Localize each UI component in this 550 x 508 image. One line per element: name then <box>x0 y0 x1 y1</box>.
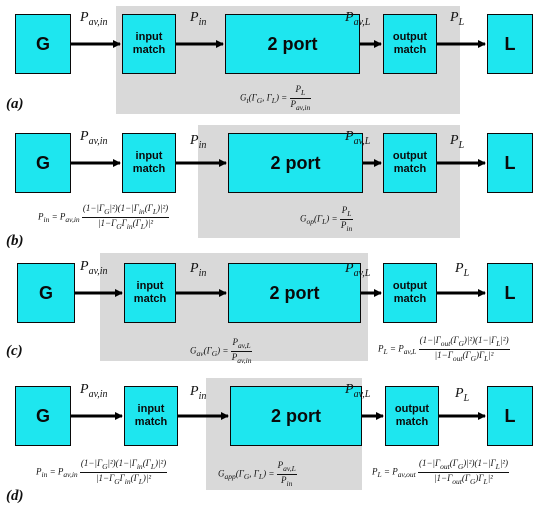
load-block: L <box>487 14 533 74</box>
panel-c: G input match 2 port output match L Pav,… <box>0 253 550 378</box>
generator-block: G <box>15 386 71 446</box>
label-pin: Pin <box>190 261 207 279</box>
pin-equation-d: Pin = Pav,in (1−|ΓG|²)(1−|Γin(ΓL)|²)|1−Γ… <box>36 458 168 486</box>
panel-tag-a: (a) <box>6 96 24 112</box>
panel-tag-c: (c) <box>6 343 23 359</box>
two-port-block: 2 port <box>228 263 361 323</box>
two-port-block: 2 port <box>228 133 363 193</box>
two-port-block: 2 port <box>225 14 360 74</box>
generator-block: G <box>15 133 71 193</box>
two-port-block: 2 port <box>230 386 362 446</box>
label-pl: PL <box>450 133 465 151</box>
input-match-block: input match <box>122 14 176 74</box>
label-pav-l: Pav,L <box>345 10 371 28</box>
output-match-block: output match <box>383 263 437 323</box>
label-pav-in: Pav,in <box>80 382 108 400</box>
panel-a: G input match 2 port output match L Pav,… <box>0 0 550 125</box>
pl-equation-d: PL = Pav,out (1−|Γout(ΓG)|²)(1−|ΓL|²)|1−… <box>372 458 509 486</box>
output-match-block: output match <box>383 133 437 193</box>
label-pl: PL <box>455 261 470 279</box>
pin-equation-b: Pin = Pav,in (1−|ΓG|²)(1−|Γin(ΓL)|²)|1−Γ… <box>38 203 170 231</box>
label-pin: Pin <box>190 384 207 402</box>
output-match-block: output match <box>383 14 437 74</box>
label-pin: Pin <box>190 133 207 151</box>
label-pav-in: Pav,in <box>80 10 108 28</box>
input-match-block: input match <box>124 263 176 323</box>
generator-block: G <box>15 14 71 74</box>
label-pav-in: Pav,in <box>80 259 108 277</box>
label-pav-in: Pav,in <box>80 129 108 147</box>
panel-tag-d: (d) <box>6 488 24 504</box>
label-pl: PL <box>450 10 465 28</box>
label-pav-l: Pav,L <box>345 261 371 279</box>
input-match-block: input match <box>122 133 176 193</box>
panel-tag-b: (b) <box>6 233 24 249</box>
generator-block: G <box>17 263 75 323</box>
label-pl: PL <box>455 386 470 404</box>
label-pin: Pin <box>190 10 207 28</box>
load-block: L <box>487 386 533 446</box>
pl-equation-c: PL = Pav,L (1−|Γout(ΓG)|²)(1−|ΓL|²)|1−Γo… <box>378 335 510 363</box>
output-match-block: output match <box>385 386 439 446</box>
load-block: L <box>487 263 533 323</box>
panel-b: G input match 2 port output match L Pav,… <box>0 125 550 253</box>
panel-d: G input match 2 port output match L Pav,… <box>0 378 550 508</box>
input-match-block: input match <box>124 386 178 446</box>
label-pav-l: Pav,L <box>345 129 371 147</box>
label-pav-l: Pav,L <box>345 382 371 400</box>
load-block: L <box>487 133 533 193</box>
